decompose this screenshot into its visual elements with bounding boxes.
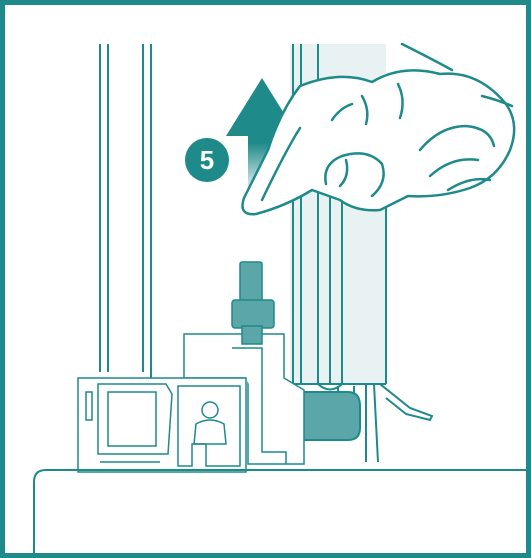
mechanism-block <box>78 378 246 472</box>
step-number: 5 <box>185 140 229 180</box>
